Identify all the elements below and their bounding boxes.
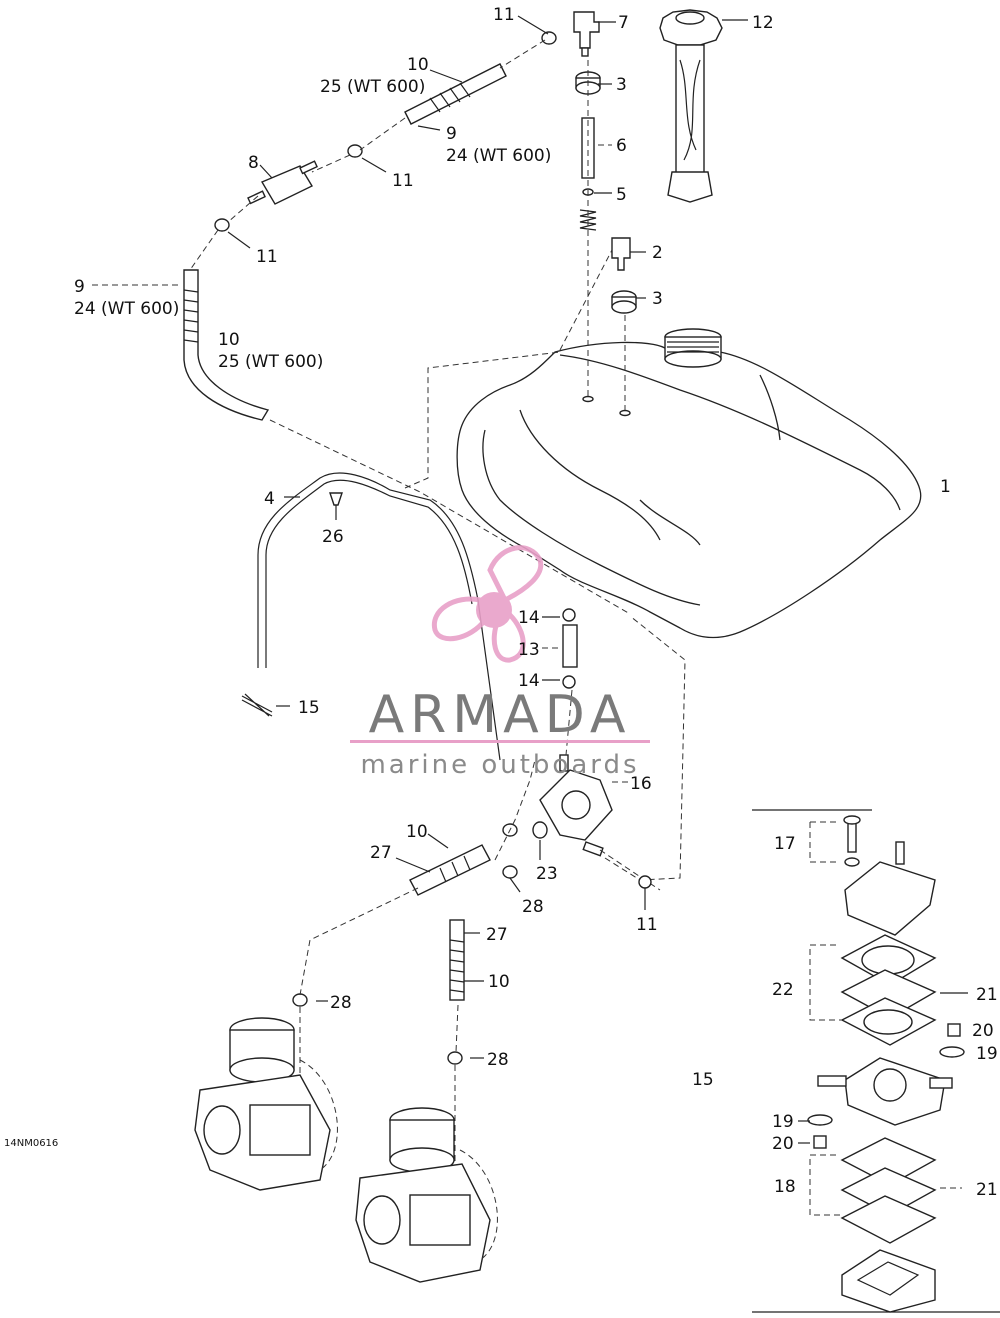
carburetor-upper	[194, 1017, 338, 1191]
callout-19: 19	[772, 1112, 794, 1132]
armada-watermark: ARMADA marine outboards	[350, 545, 650, 780]
callout-21: 21	[976, 985, 998, 1005]
callout-7: 7	[618, 13, 629, 33]
callout-labels: 11 7 12 10 25 (WT 600) 3 9 24 (WT 600) 6…	[74, 5, 998, 1200]
callout-27: 27	[370, 843, 392, 863]
callout-15: 15	[298, 698, 320, 718]
callout-20: 20	[772, 1134, 794, 1154]
lower-fuel-lines	[292, 759, 536, 1190]
callout-28: 28	[330, 993, 352, 1013]
callout-9: 9	[74, 277, 85, 297]
callout-2: 2	[652, 243, 663, 263]
fuel-level-sender	[659, 9, 723, 203]
callout-13: 13	[518, 640, 540, 660]
callout-11: 11	[636, 915, 658, 935]
callout-8: 8	[248, 153, 259, 173]
callout-15: 15	[692, 1070, 714, 1090]
fuel-pump-assembly	[532, 608, 686, 891]
watermark-brand: ARMADA	[369, 685, 632, 745]
callout-24-wt600: 24 (WT 600)	[74, 299, 179, 319]
callout-14: 14	[518, 608, 540, 628]
callout-11: 11	[493, 5, 515, 25]
vent-hose	[241, 249, 613, 761]
callout-11: 11	[256, 247, 278, 267]
callout-6: 6	[616, 136, 627, 156]
callout-26: 26	[322, 527, 344, 547]
callout-4: 4	[264, 489, 275, 509]
callout-9: 9	[446, 124, 457, 144]
callout-10: 10	[407, 55, 429, 75]
callout-28: 28	[487, 1050, 509, 1070]
callout-10: 10	[406, 822, 428, 842]
callout-10: 10	[488, 972, 510, 992]
callout-17: 17	[774, 834, 796, 854]
callout-12: 12	[752, 13, 774, 33]
callout-21: 21	[976, 1180, 998, 1200]
fuel-pump-detail	[752, 809, 1000, 1313]
carburetor-lower	[355, 1107, 498, 1283]
callout-20: 20	[972, 1021, 994, 1041]
callout-3: 3	[616, 75, 627, 95]
figure-code: 14NM0616	[4, 1138, 58, 1149]
callout-16: 16	[630, 774, 652, 794]
callout-leaders	[92, 15, 968, 1189]
callout-22: 22	[772, 980, 794, 1000]
callout-10: 10	[218, 330, 240, 350]
callout-19: 19	[976, 1044, 998, 1064]
callout-3: 3	[652, 289, 663, 309]
callout-24-wt600: 24 (WT 600)	[446, 146, 551, 166]
callout-1: 1	[940, 477, 951, 497]
callout-18: 18	[774, 1177, 796, 1197]
callout-5: 5	[616, 185, 627, 205]
callout-23: 23	[536, 864, 558, 884]
callout-11: 11	[392, 171, 414, 191]
upper-fuel-line	[183, 31, 631, 615]
fuel-tank	[456, 328, 922, 639]
watermark-tagline: marine outboards	[360, 750, 639, 780]
callout-25-wt600: 25 (WT 600)	[218, 352, 323, 372]
callout-14: 14	[518, 671, 540, 691]
callout-28: 28	[522, 897, 544, 917]
propeller-logo-icon	[431, 545, 544, 663]
callout-25-wt600: 25 (WT 600)	[320, 77, 425, 97]
vent-valve-stack	[573, 11, 637, 410]
callout-27: 27	[486, 925, 508, 945]
